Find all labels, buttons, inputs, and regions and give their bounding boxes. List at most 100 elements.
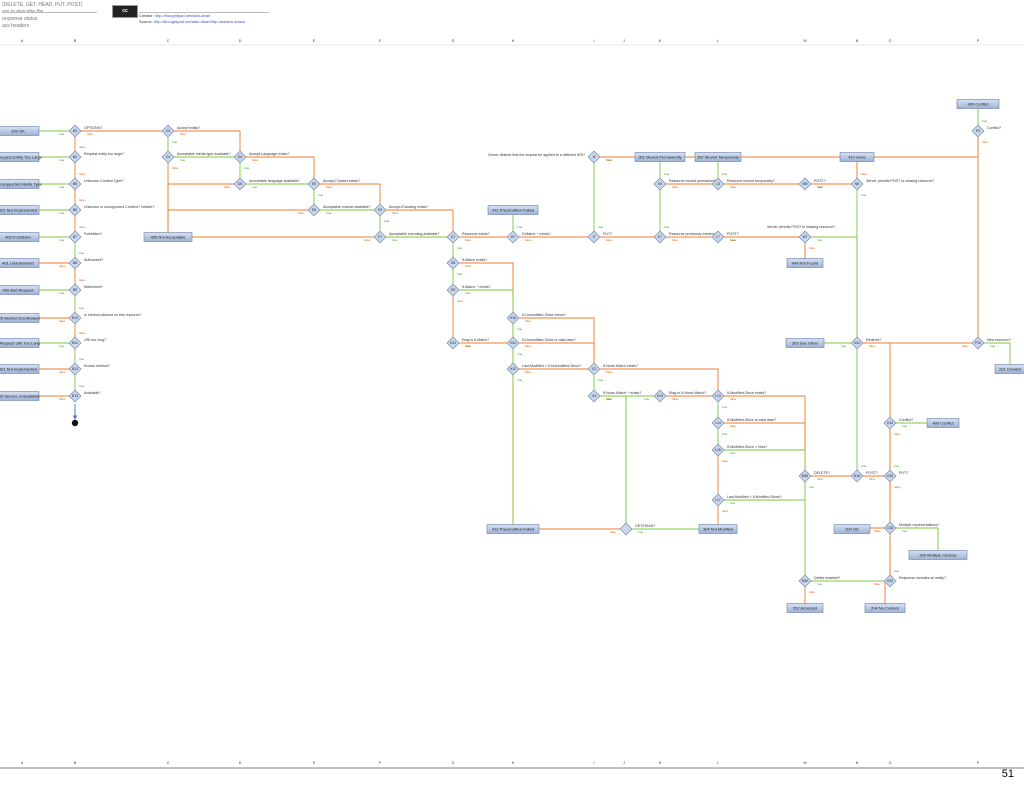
state-label-14: 307 Moved Temporarily [697, 154, 739, 159]
decision-M20 [798, 574, 812, 588]
edge-label-K7-L7: false [672, 238, 679, 242]
decision-F6 [373, 203, 387, 217]
column-label-top-E: E [313, 39, 316, 43]
decision-O16 [883, 469, 897, 483]
decision-I4 [587, 150, 601, 164]
edge-label-B5-B4: false [79, 172, 86, 176]
state-box-5 [0, 258, 40, 268]
edge-E5-F6 [314, 183, 383, 211]
edge-label-I12-L13: false [606, 370, 613, 374]
column-label-bottom-B: B [74, 761, 77, 765]
edge-label-O18-S24: true [902, 529, 908, 533]
decision-question-D5: Acceptable language available? [249, 179, 300, 183]
state-label-1: 3 Request Entity Too Large [0, 154, 43, 159]
state-label-20: 409 Conflict [932, 420, 954, 425]
decision-question-E5: Accept-Charset exists? [323, 179, 360, 183]
column-label-top-O: O [889, 39, 892, 43]
state-label-4: 403 Forbidden [5, 234, 31, 239]
edge-label-H12-S21: true [517, 378, 523, 382]
edge-label-I4-P3: false [606, 158, 613, 162]
edge-label-B4-B3: false [79, 145, 86, 149]
decision-id-L17: L17 [715, 498, 721, 502]
state-box-16 [786, 258, 824, 268]
decision-id-D5: D5 [238, 182, 242, 186]
state-label-5: 401 Unauthorized [2, 260, 34, 265]
edge-label-O14-S20: true [902, 424, 908, 428]
edge-label-N11-P11: false [869, 344, 876, 348]
column-label-top-G: G [452, 39, 455, 43]
decision-id-H12: H12 [510, 367, 516, 371]
start-node [71, 419, 79, 427]
edge-label-E6-F6: true [326, 211, 332, 215]
edge-label-H7-I7: false [525, 238, 532, 242]
column-label-top-B: B [74, 39, 77, 43]
source-link[interactable]: http://thoughtpad.net/alan-dean/http-hea… [153, 19, 246, 24]
edge-label-B8-S5: false [59, 264, 66, 268]
decision-question-L15: If-Modified-Since > Now? [727, 445, 767, 449]
edge-label-C3-C4: true [172, 140, 178, 144]
column-label-top-L: L [717, 39, 719, 43]
column-label-bottom-H: H [512, 761, 515, 765]
column-label-bottom-C: C [167, 761, 170, 765]
decision-question-G9: If-Match: * exists? [462, 285, 491, 289]
decision-id-K7: K7 [658, 235, 662, 239]
column-label-top-D: D [239, 39, 242, 43]
edge-label-M5-S15: false [817, 185, 824, 189]
edge-label-B10-S7: false [59, 319, 66, 323]
state-box-9 [0, 364, 40, 374]
header-rule-left [2, 12, 97, 13]
edge-label-G8-H10: false [465, 264, 472, 268]
decision-B6 [68, 203, 82, 217]
edge-label-H12-I12: false [525, 370, 532, 374]
column-label-top-A: A [21, 39, 24, 43]
decision-question-H10: If-Unmodified-Since exists? [522, 313, 566, 317]
decision-question-N5: Server permits POST to missing resource? [866, 179, 934, 183]
decision-N5 [850, 177, 864, 191]
decision-P11 [971, 336, 985, 350]
decision-B4 [68, 150, 82, 164]
page-number: 51 [1001, 768, 1014, 780]
state-box-8 [0, 338, 40, 348]
decision-L17 [711, 493, 725, 507]
state-box-26 [864, 603, 906, 613]
decision-question-F7: Acceptable encoding available? [389, 232, 440, 236]
edge-label-M16-N16: false [817, 477, 824, 481]
decision-id-B6: B6 [73, 208, 77, 212]
edge-label-C4-S11: false [172, 166, 179, 170]
decision-I12 [587, 362, 601, 376]
state-box-19 [994, 364, 1024, 374]
decision-L5 [711, 177, 725, 191]
decision-K13 [653, 389, 667, 403]
decision-id-H7: H7 [511, 235, 515, 239]
decision-question-N11: Redirect? [866, 338, 881, 342]
edge-label-B3-S0: true [59, 132, 65, 136]
state-label-24: 300 Multiple Choices [919, 552, 956, 557]
license-badge-icon: cc [112, 5, 138, 18]
decision-id-I12: I12 [592, 367, 597, 371]
decision-id-I7: I7 [593, 235, 596, 239]
decision-question-K7: Resource previously existed? [669, 232, 716, 236]
state-label-13: 301 Moved Permanently [638, 154, 681, 159]
decision-question-I12: If-None-Match exists? [603, 364, 638, 368]
decision-B7 [68, 230, 82, 244]
decision-id-G7: G7 [451, 235, 456, 239]
decision-question-P11: New resource? [987, 338, 1011, 342]
decision-question-B11: URI too long? [84, 338, 106, 342]
decision-L13 [711, 389, 725, 403]
edge-label-P3-S17: true [982, 119, 988, 123]
creator-link[interactable]: http://thoughtpad.net/alan-dean [154, 13, 211, 18]
decision-id-N16: N16 [854, 474, 860, 478]
edge-label-P11-S19: true [990, 344, 996, 348]
decision-id-B5: B5 [73, 182, 77, 186]
decision-question-M20: Delete enacted? [814, 576, 840, 580]
decision-id-B7: B7 [73, 235, 77, 239]
decision-B12 [68, 362, 82, 376]
state-box-18 [785, 338, 825, 348]
edge-F6-G7 [380, 209, 456, 238]
decision-I7 [587, 230, 601, 244]
decision-id-B13: B13 [72, 394, 78, 398]
decision-id-N11: N11 [854, 341, 860, 345]
edge-label-L14-L15: true [722, 432, 728, 436]
state-label-11: 406 Not Acceptable [151, 234, 186, 239]
column-label-bottom-L: L [717, 761, 719, 765]
